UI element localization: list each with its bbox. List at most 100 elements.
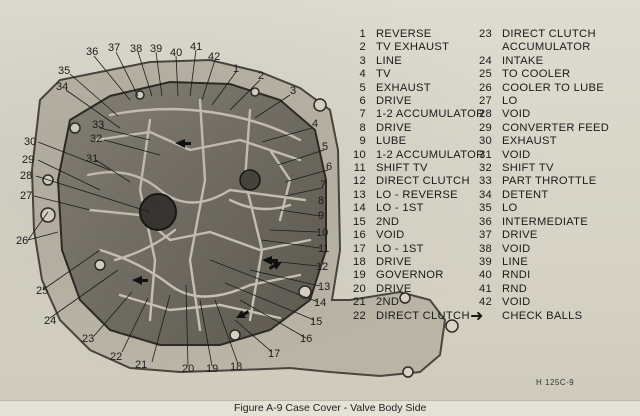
legend-number: 25 xyxy=(478,68,492,81)
legend-number: 32 xyxy=(478,162,492,175)
legend-name: Line xyxy=(376,54,403,67)
check-balls-label: CHECK BALLS xyxy=(502,309,583,322)
legend-row: 32 Shift TV xyxy=(470,162,609,175)
check-balls-key: ➜ CHECK BALLS xyxy=(470,307,609,325)
legend-row: 22Direct Clutch xyxy=(344,310,485,323)
legend-name: Accumulator xyxy=(502,41,591,54)
legend-number: 9 xyxy=(359,135,366,148)
legend-number: 28 xyxy=(478,108,492,121)
legend-right-column: 23Direct ClutchAccumulator24Intake25 To C… xyxy=(470,28,609,325)
legend-row: 23Direct Clutch xyxy=(470,28,609,41)
legend-row: 17 Lo - 1st xyxy=(344,243,485,256)
callout-34: 34 xyxy=(56,81,68,93)
callout-11: 11 xyxy=(318,243,329,255)
legend-row: 12Direct Clutch xyxy=(344,175,485,188)
callout-8: 8 xyxy=(318,195,324,207)
legend-name: Drive xyxy=(502,229,538,242)
callout-14: 14 xyxy=(314,297,326,309)
legend-row: 6Drive xyxy=(344,95,485,108)
legend-row: 28 Void xyxy=(470,108,609,121)
legend-name: 1-2 Accumulator xyxy=(376,148,485,161)
legend-name: Intake xyxy=(502,54,544,67)
legend-number: 18 xyxy=(352,255,366,268)
legend-number: 11 xyxy=(353,162,366,175)
callout-24: 24 xyxy=(44,315,56,327)
callout-42: 42 xyxy=(208,51,220,63)
legend-number: 35 xyxy=(478,202,492,215)
legend-name: Drive xyxy=(376,282,412,295)
legend-row: 26 Cooler to Lube xyxy=(470,82,609,95)
legend-number: 36 xyxy=(478,215,492,228)
legend-name: 2nd xyxy=(376,296,400,309)
legend-name: Lo - 1st xyxy=(376,202,424,215)
legend-name: Void xyxy=(502,148,531,161)
legend-number: 13 xyxy=(352,188,366,201)
callout-28: 28 xyxy=(20,170,32,182)
legend-row: 31 Void xyxy=(470,149,609,162)
legend-number: 15 xyxy=(352,215,366,228)
callout-22: 22 xyxy=(110,351,122,363)
legend-number: 19 xyxy=(352,269,366,282)
accumulator-bore xyxy=(239,169,261,191)
legend-number: 41 xyxy=(478,282,492,295)
legend-row: 5 Exhaust xyxy=(344,82,485,95)
callout-41: 41 xyxy=(190,41,202,53)
legend-row: 20Drive xyxy=(344,283,485,296)
legend-number: 16 xyxy=(352,229,366,242)
legend-number: 2 xyxy=(359,41,366,54)
legend-number: 26 xyxy=(478,81,492,94)
legend-number: 17 xyxy=(352,242,366,255)
callout-31: 31 xyxy=(86,153,98,165)
legend-name: Void xyxy=(502,108,531,121)
legend-name: 1-2 Accumulator xyxy=(376,108,485,121)
leader-lines xyxy=(27,49,329,367)
legend-name: Lo - 1st xyxy=(376,242,424,255)
legend-name: RND xyxy=(502,282,528,295)
callout-17: 17 xyxy=(268,348,280,360)
legend-name: Direct Clutch xyxy=(502,28,596,40)
legend-number: 7 xyxy=(359,108,366,121)
legend-row: 3Line xyxy=(344,55,485,68)
legend-number: 5 xyxy=(359,81,366,94)
callout-13: 13 xyxy=(318,281,330,293)
callout-2: 2 xyxy=(258,70,264,82)
legend-row: 37Drive xyxy=(470,229,609,242)
legend-row: 18Drive xyxy=(344,256,485,269)
legend-number: 31 xyxy=(478,148,492,161)
fluid-channels xyxy=(86,98,312,332)
legend-name: Exhaust xyxy=(376,81,431,94)
callout-39: 39 xyxy=(150,43,162,55)
legend-row: 35Lo xyxy=(470,202,609,215)
legend-name: Exhaust xyxy=(502,135,557,148)
legend-name: To Cooler xyxy=(502,68,571,81)
legend-row: 38Void xyxy=(470,243,609,256)
legend-number: 27 xyxy=(478,95,492,108)
arrow-icon: ➜ xyxy=(470,307,484,325)
legend-number: 33 xyxy=(478,175,492,188)
legend-row: 27Lo xyxy=(470,95,609,108)
callout-10: 10 xyxy=(316,227,328,239)
legend-row: 8Drive xyxy=(344,122,485,135)
legend-number: 40 xyxy=(478,269,492,282)
legend-number: 30 xyxy=(478,135,492,148)
legend-row: 7 1-2 Accumulator xyxy=(344,108,485,121)
figure-code: H 125C-9 xyxy=(536,378,575,387)
legend-name: Shift TV xyxy=(502,162,554,175)
legend-number: 10 xyxy=(352,148,366,161)
callout-38: 38 xyxy=(130,43,142,55)
callout-35: 35 xyxy=(58,65,70,77)
legend-name: 2nd xyxy=(376,215,400,228)
legend-number: 12 xyxy=(352,175,366,188)
legend-number: 21 xyxy=(352,296,366,309)
legend-name: Drive xyxy=(376,121,412,134)
callout-labels: 1 2 3 4 5 6 7 8 9 10 11 12 13 14 15 16 1… xyxy=(16,41,332,375)
legend-row: 11Shift TV xyxy=(344,162,485,175)
legend-row: Accumulator xyxy=(470,41,609,54)
legend-row: 34Detent xyxy=(470,189,609,202)
legend-row: 25 To Cooler xyxy=(470,68,609,81)
legend-row: 24Intake xyxy=(470,55,609,68)
legend-name: Cooler to Lube xyxy=(502,81,605,94)
legend-row: 19Governor xyxy=(344,269,485,282)
